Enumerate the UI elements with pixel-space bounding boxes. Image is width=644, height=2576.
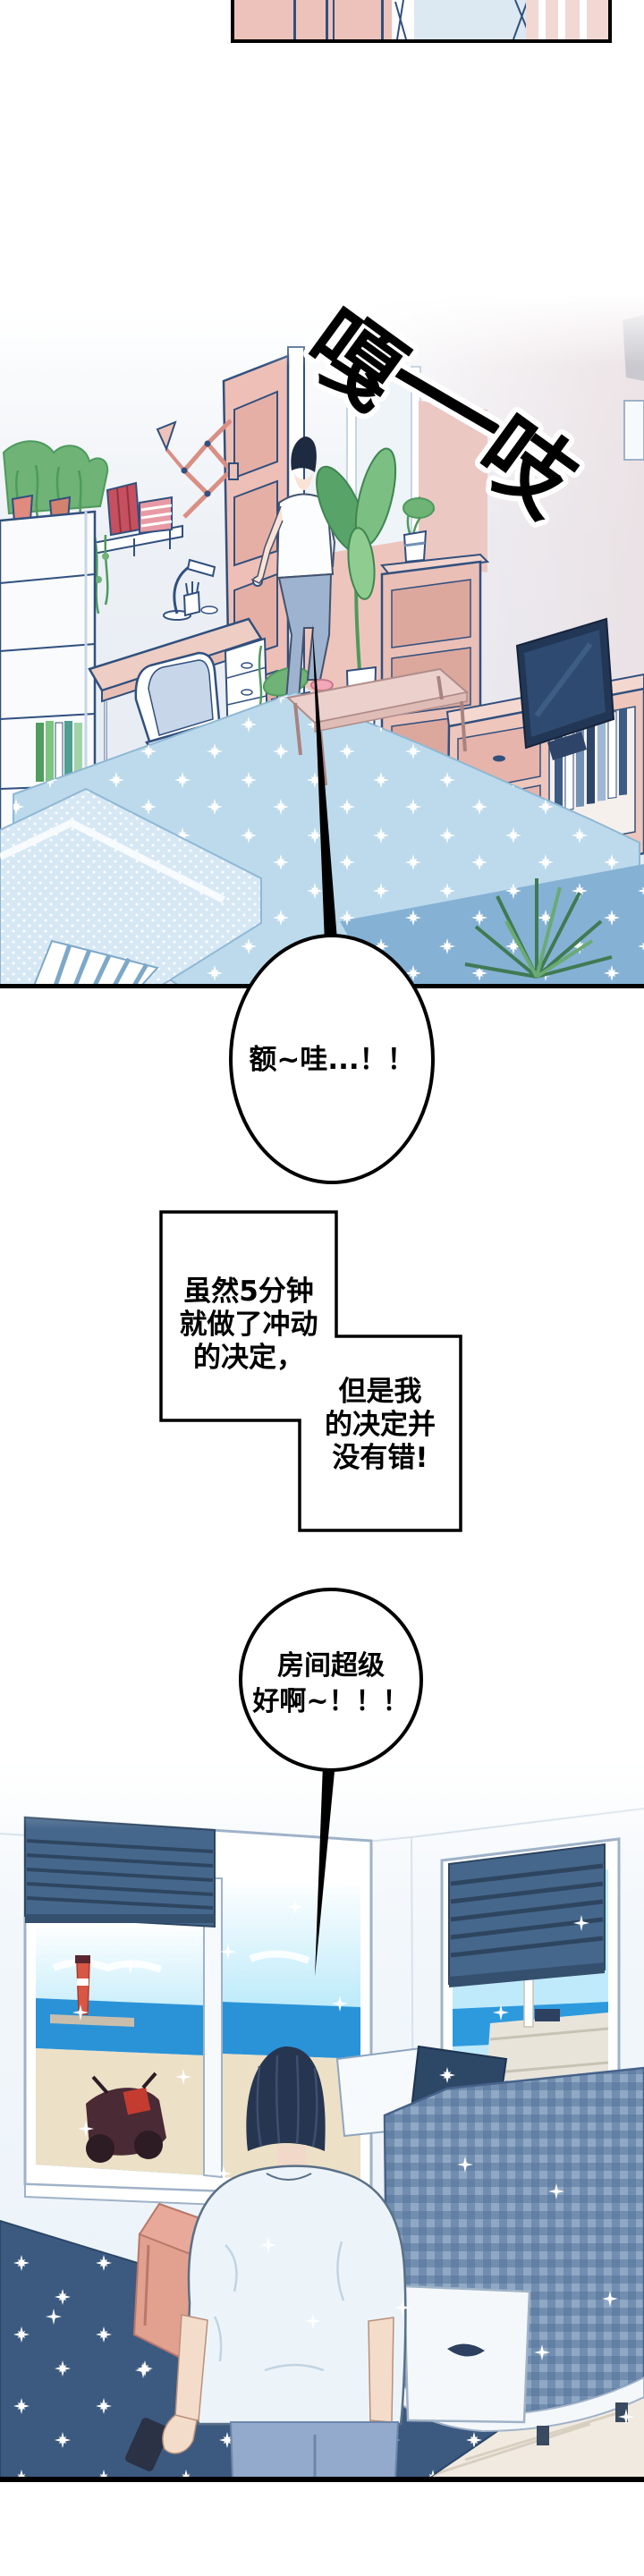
tv [515,617,615,760]
fragment-border [231,39,612,43]
blind-right [448,1843,606,1987]
motorcycle [86,2072,166,2163]
speech-bubble-1: 额~哇...！！ [229,623,435,1184]
lighthouse [50,1955,134,2027]
man-right-forearm [368,2317,394,2423]
sfx-dash [391,366,500,434]
underbed-drawer [402,2284,531,2424]
man-face [293,470,313,490]
fragment-window [414,0,526,39]
room-floor-plant [464,878,613,979]
window-mullion [203,1877,223,2179]
bubble1-tail [312,623,337,944]
man-at-door [250,436,336,714]
room-bed [0,787,262,987]
caption2-line2: 的决定并 [325,1409,436,1441]
man-right-arm [250,505,284,584]
caption1-line2: 就做了冲动 [180,1309,318,1341]
speech-bubble-2: 房间超级 好啊~！！！ [239,1588,423,1977]
fragment-curtain [526,0,608,39]
man-left-hand [162,2414,198,2454]
caption1-line3: 的决定， [193,1342,304,1374]
caption1-line1: 虽然5分钟 [183,1275,314,1308]
bedroom-bed [335,2045,644,2445]
desk-lamp [163,558,216,621]
books-red [106,481,141,537]
bubble2-tail [315,1762,335,1977]
coffee-table [285,667,470,786]
lamp-head [156,420,177,452]
caption-box-1: 虽然5分钟 就做了冲动 的决定， [180,1275,318,1374]
scissor-lamp [156,419,239,519]
man-left-forearm [174,2314,208,2421]
caption2-line3: 没有错! [332,1442,428,1474]
bedroom-panel-border [0,2477,644,2482]
man-hair [291,436,317,472]
window-right-edge [623,400,644,461]
blind-left [24,1816,216,1928]
panel-previous-fragment [231,0,612,43]
plant-on-shelf [402,496,436,564]
caption-box-2: 但是我 的决定并 没有错! [325,1376,436,1474]
bed-leg [537,2426,549,2445]
caption-boxes: 虽然5分钟 就做了冲动 的决定， 但是我 的决定并 没有错! [159,1210,462,1532]
caption-outline [159,1210,462,1532]
sfx-creak: 嘎——吱 嘎 吱 [282,291,601,541]
man-tshirt [275,493,335,580]
drawer-handle [447,2343,485,2357]
pink-wall-column [419,401,487,572]
phone-in-hand [125,2418,170,2471]
desk-accessories [182,581,218,617]
man-neck [277,2145,306,2168]
panel-room-overview [0,295,644,988]
bubble2-line1: 房间超级 [277,1650,385,1682]
man-back-hair [246,2046,326,2151]
panel-top-fade [0,295,644,367]
bubble1-text: 额~哇...！！ [249,1044,414,1076]
fragment-pink-wall [234,0,392,39]
sfx-char-first: 嘎 [285,291,421,429]
bubble2-line2: 好啊~！！！ [251,1686,409,1717]
tv-stand [547,732,587,760]
man-jeans [277,572,333,700]
bookcase-top-plants [2,440,109,527]
panel-bedroom-view [0,1744,644,2482]
caption2-line1: 但是我 [339,1376,422,1408]
